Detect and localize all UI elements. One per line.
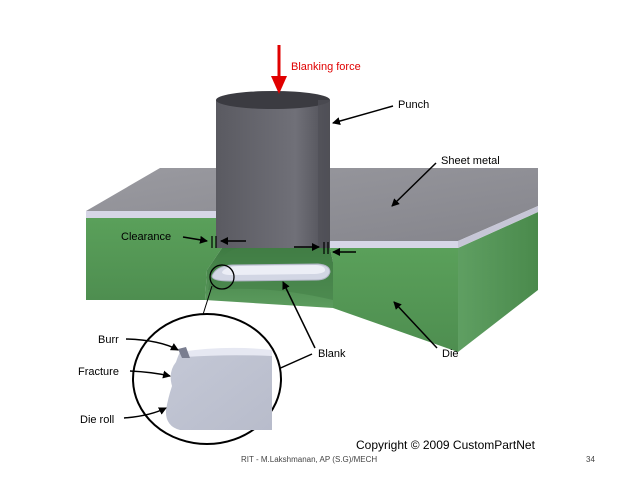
detail-inset [132,285,282,445]
inset-burr-edge [180,347,272,357]
inset-burr-lip [178,347,190,358]
sheet-top [86,168,538,241]
punch-arrow [332,105,394,125]
detail-marker-circle [209,264,235,290]
die-arrow [393,301,438,349]
blanking-force-arrow [271,45,287,94]
inset-blank-section [165,350,272,430]
blanking-force-label: Blanking force [291,61,361,73]
blank-arrow [282,281,316,349]
burr-arrow [125,338,179,351]
die-side-face [458,212,538,352]
punch-label: Punch [398,99,429,111]
punch-body [216,100,330,248]
sheet-metal-label: Sheet metal [441,155,500,167]
clearance-marks [211,236,329,254]
punch [216,91,330,248]
fracture-label: Fracture [78,366,119,378]
burr-label: Burr [98,334,119,346]
sheet-edge-side [458,206,538,248]
die-roll-arrow [123,407,167,419]
clearance-arrow [182,235,208,244]
blank-label: Blank [318,348,346,360]
punch-shadow [318,100,330,248]
sheet-edge-left [86,211,216,218]
sheet-metal [86,168,538,248]
fracture-arrow [129,370,171,379]
footer-page-number: 34 [586,455,595,464]
die-front-right [330,248,458,352]
clearance-label: Clearance [121,231,171,243]
die-label: Die [442,348,459,360]
sheet-metal-arrow [391,162,437,207]
copyright-text: Copyright © 2009 CustomPartNet [356,438,536,452]
sheet-edge-right [330,241,458,248]
footer-author: RIT - M.Lakshmanan, AP (S.G)/MECH [241,455,377,464]
punch-top [216,91,330,109]
blank-part [211,263,331,282]
inset-arrows [123,338,179,419]
die-roll-label: Die roll [80,414,114,426]
blank-top [222,265,326,275]
